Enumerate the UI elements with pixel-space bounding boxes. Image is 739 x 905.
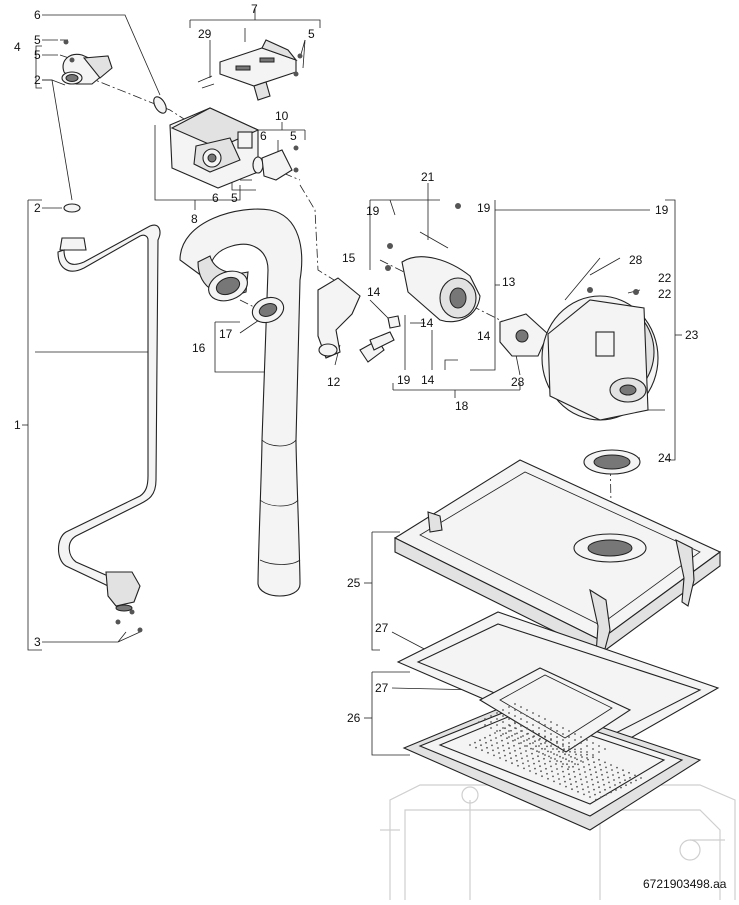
callout-14: 14 <box>421 373 435 387</box>
callout-14: 14 <box>477 329 491 343</box>
callout-21: 21 <box>421 170 435 184</box>
callout-19: 19 <box>655 203 669 217</box>
callout-2: 2 <box>34 201 41 215</box>
callout-6: 6 <box>212 191 219 205</box>
callout-13: 13 <box>502 275 516 289</box>
callout-6: 6 <box>34 8 41 22</box>
callout-16: 16 <box>192 341 206 355</box>
callout-14: 14 <box>367 285 381 299</box>
ignition-electrode-assembly <box>359 203 481 363</box>
callout-12: 12 <box>327 375 341 389</box>
callout-19: 19 <box>397 373 411 387</box>
callout-8: 8 <box>191 212 198 226</box>
callout-23: 23 <box>685 328 699 342</box>
callout-29: 29 <box>198 27 212 41</box>
callout-17: 17 <box>219 327 233 341</box>
callout-22: 22 <box>658 271 672 285</box>
callout-1: 1 <box>14 418 21 432</box>
callout-19: 19 <box>366 204 380 218</box>
gas-inlet-elbow <box>61 39 113 85</box>
burner-hood <box>393 459 722 662</box>
mounting-bracket <box>197 39 303 101</box>
gas-valve <box>153 96 299 189</box>
callout-24: 24 <box>658 451 672 465</box>
callout-27: 27 <box>375 621 389 635</box>
air-intake-hose <box>179 208 303 597</box>
callout-26: 26 <box>347 711 361 725</box>
callout-5: 5 <box>34 48 41 62</box>
callout-28: 28 <box>511 375 525 389</box>
connection-hose <box>317 277 361 359</box>
callout-brackets <box>22 8 682 756</box>
document-id: 6721903498.aa <box>643 877 727 891</box>
callout-22: 22 <box>658 287 672 301</box>
burner-plate <box>402 667 702 831</box>
callout-2: 2 <box>34 73 41 87</box>
callout-28: 28 <box>629 253 643 267</box>
callout-25: 25 <box>347 576 361 590</box>
callout-5: 5 <box>308 27 315 41</box>
callout-5: 5 <box>231 191 238 205</box>
callout-5: 5 <box>34 33 41 47</box>
callout-4: 4 <box>14 40 21 54</box>
fan-flange-gasket <box>583 449 641 475</box>
gas-pipe <box>57 203 161 633</box>
callout-5: 5 <box>290 129 297 143</box>
callout-10: 10 <box>275 109 289 123</box>
callout-6: 6 <box>260 129 267 143</box>
callout-14: 14 <box>420 316 434 330</box>
callout-3: 3 <box>34 635 41 649</box>
callout-18: 18 <box>455 399 469 413</box>
burner-perforation-pattern <box>469 703 642 801</box>
callout-19: 19 <box>477 201 491 215</box>
callout-7: 7 <box>251 2 258 16</box>
burner-fan <box>499 287 659 421</box>
callout-15: 15 <box>342 251 356 265</box>
callout-27: 27 <box>375 681 389 695</box>
callout-labels: 6 5 4 5 2 2 1 3 7 29 5 10 6 5 6 5 8 17 1… <box>14 2 699 725</box>
